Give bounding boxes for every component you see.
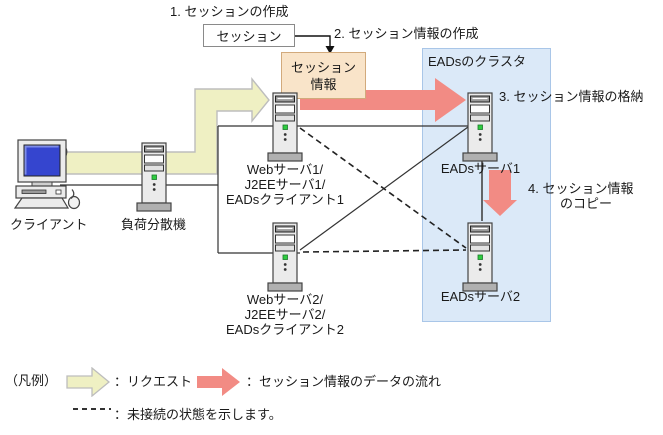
session-connector-arrowhead xyxy=(325,46,335,54)
session-flow-arrow-store xyxy=(300,78,466,122)
web-server-2-icon xyxy=(267,222,303,292)
legend-request-arrow-icon xyxy=(66,367,111,397)
step4-label-line1: 4. セッション情報 xyxy=(528,181,634,196)
session-box: セッション xyxy=(203,24,295,47)
eads-server-1-icon xyxy=(462,92,498,162)
web-server-2-label-line1: Webサーバ2/ xyxy=(246,292,324,307)
load-balancer-label: 負荷分散機 xyxy=(121,217,187,232)
web-server-1-label-line1: Webサーバ1/ xyxy=(246,162,324,177)
eads-server-1-label: EADsサーバ1 xyxy=(440,161,521,176)
legend-dashed-line-icon xyxy=(73,408,111,410)
web-server-1-label-line2: J2EEサーバ1/ xyxy=(244,177,326,192)
web-server-1-label-line3: EADsクライアント1 xyxy=(226,192,344,207)
eads-server-2-icon xyxy=(462,222,498,292)
legend-title: （凡例） xyxy=(5,373,58,388)
load-balancer-icon xyxy=(136,142,172,212)
dashed-line-web1-eads2 xyxy=(299,127,467,249)
web-server-2-label-line2: J2EEサーバ2/ xyxy=(244,307,326,322)
session-connector-line xyxy=(295,35,331,47)
step2-label: 2. セッション情報の作成 xyxy=(334,26,479,41)
step1-label: 1. セッションの作成 xyxy=(170,4,289,19)
legend-disconnected-label: ：未接続の状態を示します。 xyxy=(114,407,282,422)
client-label: クライアント xyxy=(10,217,88,232)
legend-request-label: ：リクエスト xyxy=(114,374,193,389)
web-server-2-label-line3: EADsクライアント2 xyxy=(226,322,344,337)
web-server-2-label: Webサーバ2/ J2EEサーバ2/ EADsクライアント2 xyxy=(210,292,360,337)
session-info-box: セッション 情報 xyxy=(281,52,366,99)
session-info-line2: 情報 xyxy=(310,76,337,92)
session-box-label: セッション xyxy=(216,29,282,44)
eads-server-2-label: EADsサーバ2 xyxy=(440,289,521,304)
eads-cluster-label: EADsのクラスタ xyxy=(428,54,526,69)
request-arrow xyxy=(29,77,270,175)
legend-flow-label: ：セッション情報のデータの流れ xyxy=(246,374,442,389)
session-info-line1: セッション xyxy=(290,59,356,75)
client-computer-icon xyxy=(13,139,81,210)
web-server-1-label: Webサーバ1/ J2EEサーバ1/ EADsクライアント1 xyxy=(210,162,360,207)
step3-label: 3. セッション情報の格納 xyxy=(499,89,644,104)
dashed-line-web2-eads2 xyxy=(302,249,467,253)
session-flow-arrow-copy xyxy=(483,170,517,216)
web-server-1-icon xyxy=(267,92,303,162)
legend-flow-arrow-icon xyxy=(197,368,240,396)
step4-label-line2: のコピー xyxy=(560,196,613,211)
